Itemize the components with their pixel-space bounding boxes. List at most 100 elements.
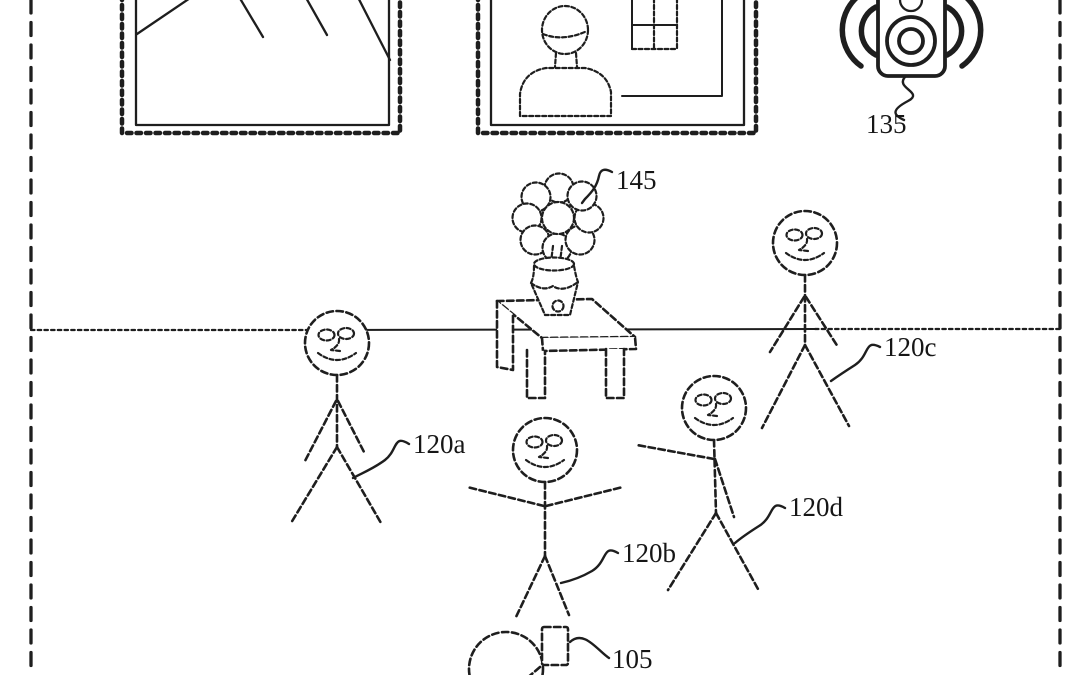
- label-120b: 120b: [622, 538, 676, 568]
- remote-person-head: [540, 4, 590, 56]
- figure-a-eye: [317, 328, 336, 342]
- figure-d-eye: [713, 391, 733, 406]
- reflection-line: [135, 0, 190, 36]
- figure-c-arm: [768, 295, 806, 354]
- figure-b-eye: [544, 433, 564, 448]
- speaker-tweeter: [898, 0, 924, 13]
- foreground-person-head: [467, 630, 545, 675]
- speaker-woofer-outer: [885, 15, 937, 67]
- reflection-line: [358, 0, 392, 62]
- figure-c-leg: [803, 343, 851, 428]
- label-105: 105: [612, 644, 653, 674]
- foreground-person-arm: [528, 665, 542, 675]
- figure-d-leg: [666, 511, 718, 592]
- leader-line-145: [580, 168, 614, 205]
- mirror-frame: [119, 0, 403, 136]
- label-120c: 120c: [884, 332, 937, 362]
- label-145: 145: [616, 165, 657, 195]
- remote-person-icon: [518, 4, 613, 118]
- figure-d-mouth: [693, 416, 735, 427]
- figure-d-body: [712, 438, 718, 515]
- label-120d: 120d: [789, 492, 844, 522]
- remote-person-neck: [553, 51, 558, 69]
- figure-c-eye: [785, 228, 804, 242]
- figure-b-arm: [544, 485, 625, 508]
- figure-d-eye: [694, 393, 713, 407]
- figure-d-leg: [714, 511, 760, 591]
- sound-wave-arc: [839, 0, 864, 69]
- table-front-right-leg: [604, 347, 626, 400]
- display-frame: [475, 0, 759, 136]
- leader-line-120d: [733, 504, 787, 545]
- figure-d-arm: [635, 443, 716, 461]
- figure-c-mouth: [784, 251, 826, 262]
- table-front-left-leg: [525, 348, 547, 400]
- remote-person-neck: [574, 51, 579, 69]
- handheld-device-icon: [540, 625, 570, 667]
- stick-figure-b: 120b: [465, 416, 676, 619]
- figure-b-eye: [525, 435, 544, 449]
- figure-a-leg: [289, 445, 339, 525]
- display-outer-border: [475, 0, 759, 136]
- leader-line-135: [894, 74, 915, 122]
- leader-line-120b: [559, 549, 620, 585]
- sound-waves-icon: [839, 0, 984, 69]
- leader-line-105: [568, 636, 611, 660]
- display-inner-border: [489, 0, 746, 127]
- sound-wave-arc: [858, 4, 879, 58]
- figure-c-leg: [760, 343, 807, 430]
- foreground-person: 105: [467, 625, 653, 675]
- figure-d-arm: [713, 457, 736, 519]
- sound-wave-arc: [944, 4, 965, 58]
- pot-dot: [551, 299, 565, 313]
- figure-b-leg: [543, 554, 571, 617]
- mirror-inner-border: [134, 0, 391, 127]
- inner-screen-corner: [621, 0, 723, 97]
- leader-line-120a: [351, 439, 411, 480]
- mirror-outer-border: [119, 0, 403, 136]
- figure-a-arm: [336, 399, 366, 454]
- figure-a-head: [303, 309, 371, 377]
- reflection-line: [305, 0, 329, 37]
- figure-b-head: [511, 416, 579, 484]
- flower-petals: [511, 172, 605, 264]
- sound-wave-arc: [959, 0, 984, 69]
- figure-d-nose: [706, 402, 719, 418]
- figure-a-leg: [335, 445, 383, 525]
- remote-person-torso: [518, 66, 613, 118]
- figure-c-eye: [804, 226, 824, 241]
- table-apron: [540, 335, 638, 353]
- pot-rim: [532, 256, 576, 272]
- figure-b-mouth: [524, 458, 566, 469]
- table-left-leg: [495, 299, 515, 372]
- reflection-line: [239, 0, 265, 39]
- figure-c-nose: [797, 237, 810, 253]
- speaker-icon: 135: [839, 0, 984, 139]
- figure-a-nose: [329, 337, 342, 353]
- figure-c-arm: [804, 295, 840, 349]
- stick-figure-c: 120c: [760, 209, 937, 430]
- table-icon: [495, 297, 638, 400]
- figure-d-head: [680, 374, 748, 442]
- remote-person-cap-line: [541, 29, 589, 39]
- pot-scallop: [529, 280, 580, 290]
- figure-c-head: [771, 209, 839, 277]
- flower-pot-icon: 145: [511, 165, 657, 317]
- figure-b-nose: [537, 444, 550, 460]
- petal: [566, 180, 598, 212]
- label-120a: 120a: [413, 429, 466, 459]
- figure-b-leg: [514, 554, 547, 619]
- pot-body: [529, 264, 580, 317]
- figure-b-arm: [465, 485, 546, 508]
- label-135: 135: [866, 109, 907, 139]
- stick-figure-a: 120a: [289, 309, 466, 525]
- flower-center: [540, 200, 576, 236]
- figure-a-arm: [303, 399, 338, 463]
- speaker-woofer-inner: [897, 27, 925, 55]
- stick-figure-d: 120d: [635, 374, 844, 592]
- leader-line-120c: [829, 343, 882, 383]
- window-icon: [630, 0, 679, 51]
- figure-a-mouth: [316, 351, 358, 362]
